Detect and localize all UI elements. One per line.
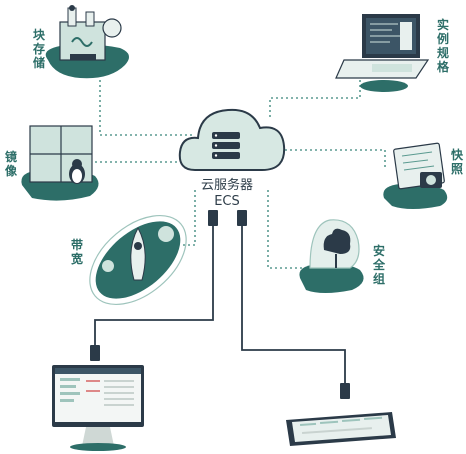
desktop-monitor-icon [52,365,144,451]
plug-top-right [237,210,247,226]
label-snapshot: 快照 [450,148,463,176]
label-security-group: 安全组 [372,244,385,286]
block-storage-icon [45,5,129,79]
connectors [95,80,386,269]
cable-to-desktop [94,225,214,360]
image-window-icon [21,125,99,201]
connector-snapshot [280,149,386,170]
center-subtitle: ECS [214,194,240,209]
connector-instance-spec [269,80,361,120]
rocket-bandwidth-icon [89,214,187,306]
label-instance-spec: 实例规格 [436,18,449,74]
label-image: 镜像 [4,150,17,178]
cloud-server-icon [178,108,286,171]
plug-tablet [340,383,350,399]
connector-block-storage [99,80,195,136]
camera-snapshot-icon [383,142,448,209]
cables [94,225,346,395]
center-label: 云服务器 ECS [190,178,264,210]
connector-bandwidth [180,190,196,246]
label-bandwidth: 带宽 [70,238,83,266]
plug-top-left [208,210,218,226]
cable-to-tablet [241,225,346,395]
security-dome-icon [299,219,364,293]
plugs [90,210,350,399]
label-block-storage: 块存储 [32,28,45,70]
center-title: 云服务器 [200,178,253,193]
laptop-icon [335,14,430,92]
connector-security-group [267,190,305,269]
plug-desktop [90,345,100,361]
tablet-device-icon [286,412,396,446]
